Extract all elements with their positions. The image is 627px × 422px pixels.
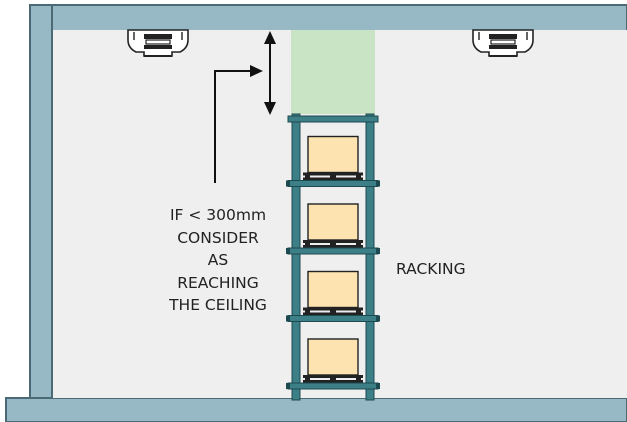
clearance-note-line: IF < 300mm (169, 206, 267, 224)
rack-shelf-beam (287, 180, 379, 187)
box-icon (307, 135, 359, 174)
rack-beam-connector (376, 383, 380, 389)
pallet-icon (303, 172, 363, 181)
pallet-icon (303, 240, 363, 248)
racking (286, 113, 380, 401)
pallet-icon (303, 375, 363, 383)
rack-beam-connector (376, 315, 380, 322)
rack-upright-right (365, 113, 375, 401)
box-icon (307, 338, 359, 376)
rack-top-beam (287, 115, 379, 123)
rack-beam-connector (286, 180, 290, 187)
floor-slab (5, 397, 627, 422)
rack-beam-connector (376, 180, 380, 187)
rack-shelf-beam (287, 382, 379, 390)
ceiling-sprinkler-icon (127, 29, 189, 57)
rack-beam-connector (286, 248, 290, 254)
clearance-note-line: CONSIDER (177, 228, 259, 247)
clearance-dimension-arrow (264, 31, 276, 115)
racking-label: RACKING (396, 260, 466, 278)
rack-upright-left (291, 113, 301, 401)
clearance-note-line: REACHING (177, 273, 259, 292)
rack-beam-connector (286, 315, 290, 322)
ceiling-sprinkler-icon (472, 29, 534, 57)
rack-beam-connector (286, 383, 290, 389)
clearance-zone (291, 30, 375, 114)
annotation-leader-arrow (214, 65, 263, 183)
clearance-note: IF < 300mm CONSIDER AS REACHING THE CEIL… (118, 204, 318, 317)
box-icon (307, 270, 359, 309)
pallet-icon (303, 307, 363, 316)
rack-beam-connector (376, 248, 380, 254)
left-wall (29, 4, 53, 401)
box-icon (307, 203, 359, 241)
clearance-note-line: AS (207, 251, 229, 270)
clearance-note-line: THE CEILING (169, 296, 267, 315)
